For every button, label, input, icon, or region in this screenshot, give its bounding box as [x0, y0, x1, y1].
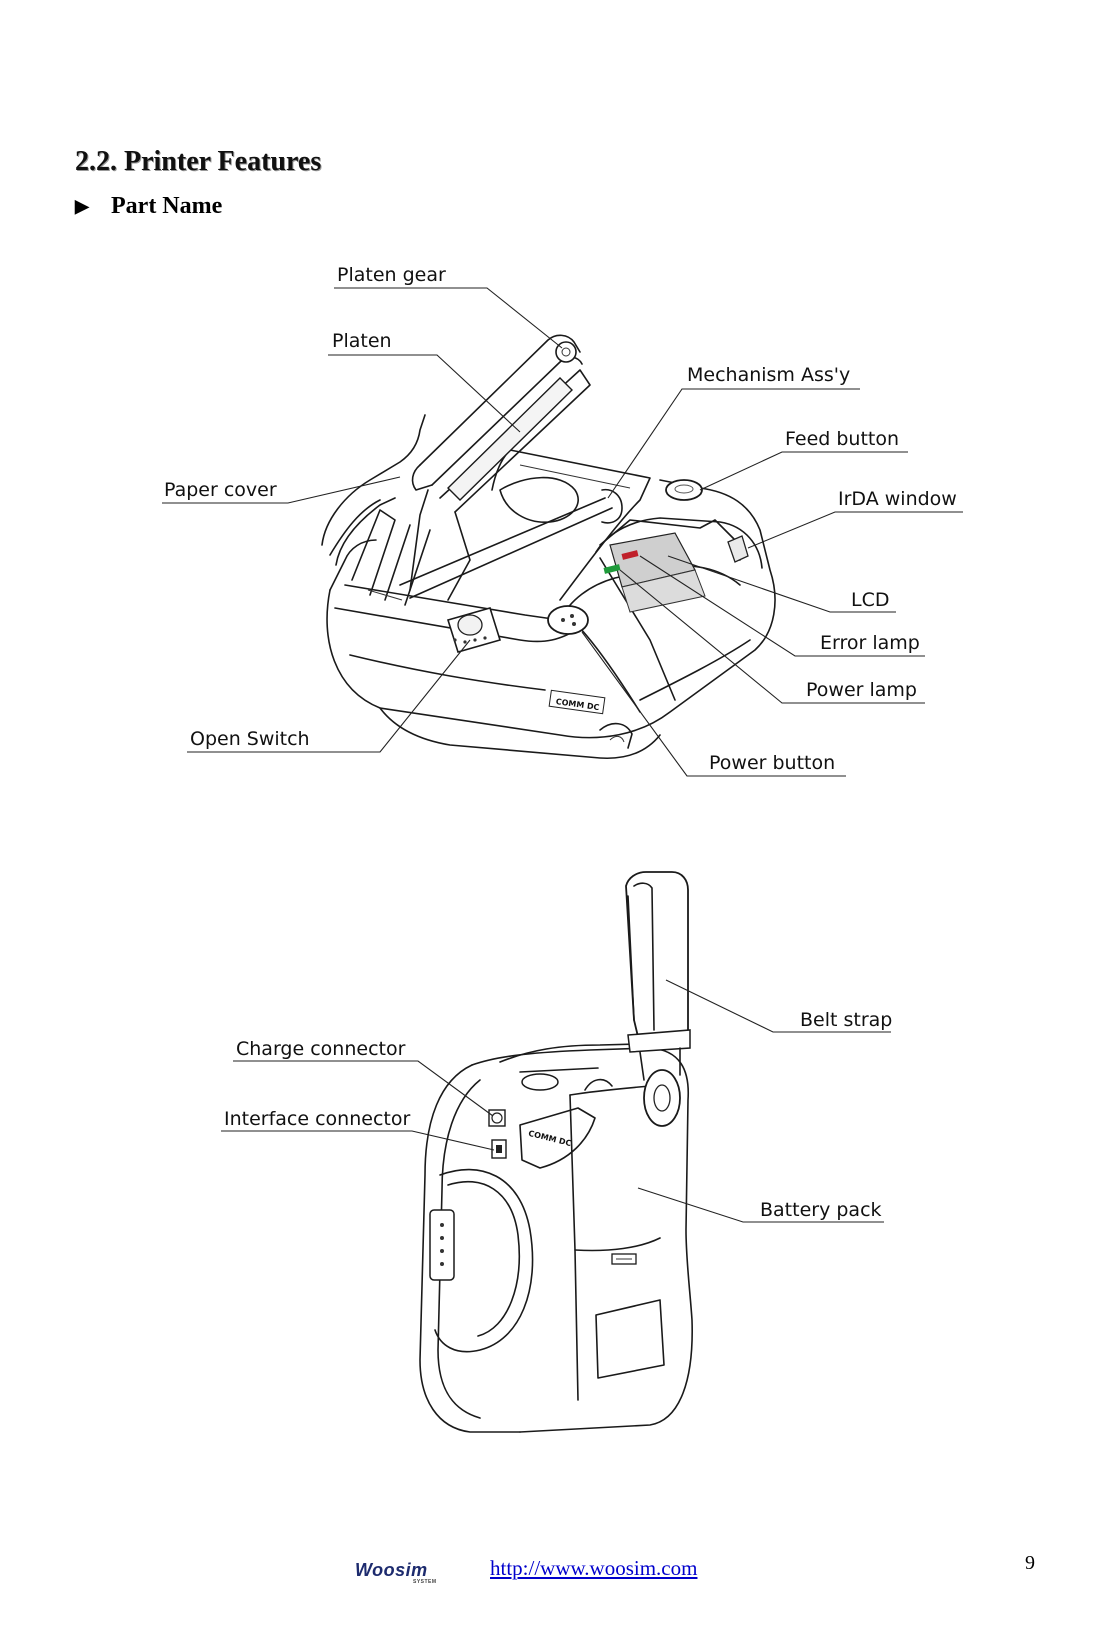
svg-text:Power button: Power button: [709, 752, 835, 774]
label-error-lamp: Error lamp: [639, 555, 925, 657]
svg-text:Feed button: Feed button: [785, 428, 899, 450]
label-belt-strap: Belt strap: [665, 979, 892, 1033]
website-link[interactable]: http://www.woosim.com: [490, 1556, 698, 1580]
label-battery-pack: Battery pack: [637, 1187, 884, 1223]
label-open-switch: Open Switch: [187, 639, 471, 753]
label-irda-window: IrDA window: [747, 488, 963, 549]
svg-text:Power lamp: Power lamp: [806, 679, 917, 701]
svg-text:Paper cover: Paper cover: [164, 479, 277, 501]
logo-subtext: SYSTEM: [413, 1579, 437, 1585]
svg-text:LCD: LCD: [851, 589, 889, 611]
svg-text:Error lamp: Error lamp: [820, 632, 920, 654]
label-mechanism: Mechanism Ass'y: [607, 364, 860, 499]
svg-text:Platen: Platen: [332, 330, 392, 352]
label-charge-connector: Charge connector: [233, 1038, 494, 1117]
section-title: 2.2. Printer Features: [75, 146, 322, 177]
label-platen: Platen: [328, 330, 521, 433]
power-lamp-indicator: [603, 564, 621, 574]
sub-heading: ▶ Part Name: [75, 193, 222, 220]
svg-text:Mechanism Ass'y: Mechanism Ass'y: [687, 364, 850, 386]
logo-wordmark: Woosim: [355, 1560, 428, 1580]
error-lamp-indicator: [621, 550, 639, 560]
label-feed-button: Feed button: [699, 428, 908, 491]
label-lcd: LCD: [667, 555, 896, 613]
svg-text:Charge connector: Charge connector: [236, 1038, 406, 1060]
page-footer: Woosim SYSTEM http://www.woosim.com 9: [0, 1550, 1118, 1590]
woosim-logo: Woosim SYSTEM: [355, 1560, 436, 1585]
triangle-bullet-icon: ▶: [75, 196, 89, 216]
label-power-lamp: Power lamp: [619, 569, 925, 704]
svg-text:Battery pack: Battery pack: [760, 1199, 882, 1221]
printer-rear-drawing: COMM DC: [419, 871, 693, 1433]
sub-heading-label: Part Name: [111, 193, 223, 219]
svg-text:Platen gear: Platen gear: [337, 264, 446, 286]
svg-text:Interface connector: Interface connector: [224, 1108, 410, 1130]
svg-text:IrDA window: IrDA window: [838, 488, 957, 510]
comm-dc-marking: COMM DC: [527, 1129, 572, 1148]
label-paper-cover: Paper cover: [162, 476, 401, 504]
page-number: 9: [1025, 1552, 1035, 1574]
svg-text:Belt strap: Belt strap: [800, 1009, 892, 1031]
label-platen-gear: Platen gear: [334, 264, 563, 349]
label-power-button: Power button: [581, 631, 846, 777]
label-interface-connector: Interface connector: [221, 1108, 495, 1151]
svg-text:Open Switch: Open Switch: [190, 728, 310, 750]
printer-open-drawing: COMM DC: [321, 334, 776, 760]
